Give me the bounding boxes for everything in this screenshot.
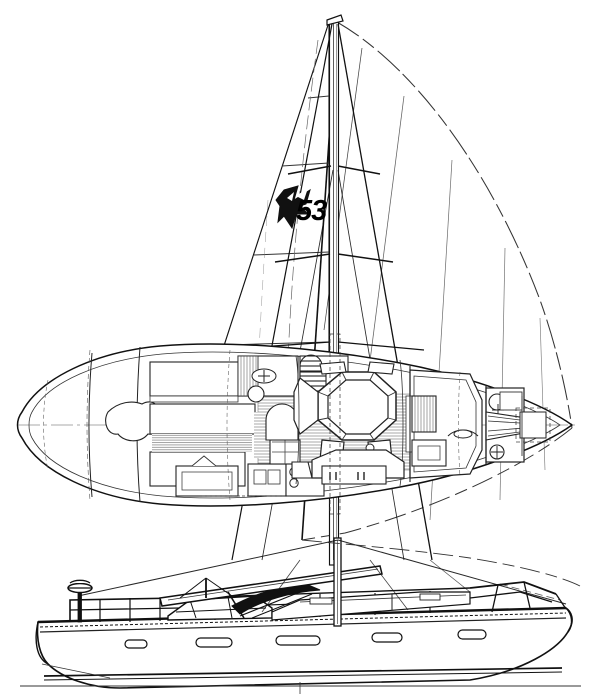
- stove-burner-3: [289, 478, 299, 488]
- stem: [565, 607, 573, 633]
- hull-portlight: [457, 629, 487, 640]
- profile-rigging: [77, 539, 567, 613]
- deck-hatch: [419, 593, 441, 601]
- sheer-stripe: [39, 617, 567, 633]
- dinette-table: [317, 371, 397, 441]
- sprayhood: [231, 583, 321, 615]
- deck-hatch: [309, 597, 333, 605]
- forepeak-hatch: [515, 407, 551, 443]
- boom: [159, 565, 383, 619]
- head-toilet: [247, 385, 265, 403]
- settee-forward: [293, 377, 319, 435]
- bow-pulpit: [469, 581, 567, 613]
- hull-portlight: [371, 632, 403, 643]
- aft-cabin-berth-port-lower: [149, 403, 256, 435]
- mast-profile: [333, 537, 342, 627]
- spreader-port-lower: [274, 253, 331, 263]
- aft-cabin-sole: [152, 434, 252, 452]
- hull-portlight: [195, 637, 233, 648]
- settee-back-stbd: [367, 361, 395, 375]
- radar-pole: [67, 579, 93, 623]
- boom-vang: [227, 591, 245, 619]
- genoa-foot-overlay: [301, 539, 581, 587]
- spreader-stbd-base: [337, 341, 425, 351]
- galley-arch-locker: [265, 403, 299, 441]
- deck-fastener-line: [39, 612, 567, 628]
- settee-back-port: [319, 361, 347, 375]
- aft-locker-handle: [191, 455, 217, 467]
- masthead-fitting: [326, 14, 344, 26]
- profile-view-group: [20, 537, 581, 694]
- bulkhead-aft: [88, 352, 93, 498]
- hull-portlight: [275, 635, 321, 646]
- spreader-stbd-lower: [337, 253, 394, 263]
- chain-locker: [519, 411, 547, 439]
- accommodation-plan-group: [16, 333, 575, 515]
- aft-cabin-shelf-port: [149, 395, 239, 403]
- spreader-stbd-upper: [337, 165, 381, 175]
- batten-2: [253, 251, 330, 256]
- transom: [35, 621, 49, 665]
- sail-number-label: 53: [296, 195, 327, 227]
- boot-stripe: [43, 671, 563, 681]
- saloon-corner-seat: [291, 461, 313, 479]
- hull-portlights: [124, 629, 487, 649]
- pushpit-rail: [69, 597, 181, 622]
- waterline: [43, 667, 563, 677]
- hanging-locker: [411, 395, 437, 433]
- saloon-locker: [321, 465, 387, 485]
- k-class-insignia: [275, 185, 311, 230]
- forward-head-shelf: [499, 391, 523, 411]
- mast-step-outline: [329, 333, 341, 515]
- spreader-port-upper: [287, 165, 332, 175]
- hull-portlight: [124, 639, 148, 649]
